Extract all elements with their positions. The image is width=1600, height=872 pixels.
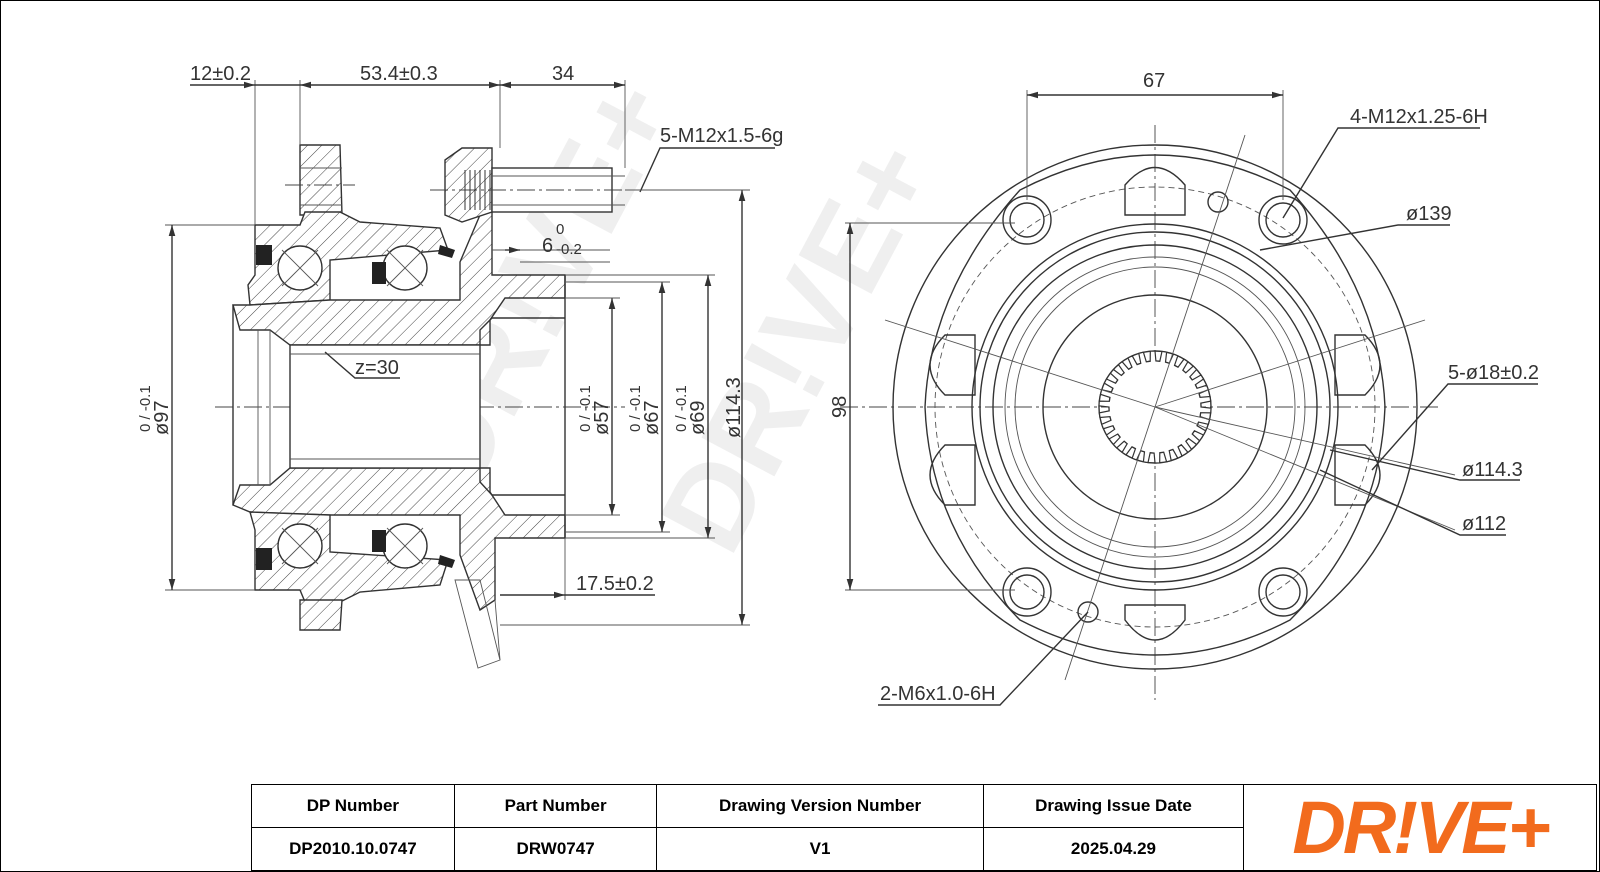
logo-cell: DR!VE+ — [1243, 784, 1597, 871]
dim-seal-width: 12±0.2 — [190, 63, 251, 85]
dia-spigot-tol: 0 / -0.1 — [627, 385, 644, 432]
dim-height: 98 — [829, 396, 851, 418]
dia-pcd-side: ø114.3 — [723, 377, 745, 438]
bolt-holes — [929, 166, 1381, 641]
bolt-thread-label: 5-M12x1.5-6g — [660, 125, 783, 147]
dia-outer: ø97 — [151, 401, 173, 435]
dim-hole-spacing: 67 — [1143, 70, 1165, 92]
dim-hub-length: 53.4±0.3 — [360, 63, 438, 85]
value-dp-number: DP2010.10.0747 — [251, 827, 455, 871]
front-view: 67 4-M12x1.25-6H ø139 5-ø18±0.2 ø114.3 ø… — [829, 70, 1539, 706]
dia-spigot2: ø69 — [687, 401, 709, 435]
header-version: Drawing Version Number — [656, 784, 984, 828]
side-section-view: 12±0.2 53.4±0.3 34 5-M12x1.5-6g 6 0 -0.2… — [137, 63, 783, 669]
threaded-holes-label: 4-M12x1.25-6H — [1350, 106, 1488, 128]
title-block: DP Number Part Number Drawing Version Nu… — [251, 784, 1597, 871]
dim-flange-face: 17.5±0.2 — [576, 573, 654, 595]
dia-outer-tol: 0 / -0.1 — [137, 385, 154, 432]
drive-logo: DR!VE+ — [1292, 785, 1550, 869]
dia-spigot2-tol: 0 / -0.1 — [673, 385, 690, 432]
dia-pcd-front: ø114.3 — [1462, 459, 1523, 481]
dim-flange-step-tol-upper: 0 — [556, 221, 564, 238]
dia-spigot: ø67 — [641, 401, 663, 435]
spline-label: z=30 — [355, 357, 399, 379]
dim-bolt-length: 34 — [552, 63, 574, 85]
dim-flange-step-tol-lower: -0.2 — [556, 241, 582, 258]
wheel-bolt — [430, 167, 660, 213]
dim-flange-step: 6 — [542, 235, 553, 257]
header-part-number: Part Number — [453, 784, 658, 828]
value-issue-date: 2025.04.29 — [982, 827, 1245, 871]
dia-pilot-tol: 0 / -0.1 — [577, 385, 594, 432]
dia-flange: ø139 — [1406, 203, 1452, 225]
value-part-number: DRW0747 — [453, 827, 658, 871]
header-dp-number: DP Number — [251, 784, 455, 828]
small-threads-label: 2-M6x1.0-6H — [880, 683, 996, 705]
bearing-balls — [277, 245, 428, 569]
dia-pilot: ø57 — [591, 401, 613, 435]
header-issue-date: Drawing Issue Date — [982, 784, 1245, 828]
bolt-holes-label: 5-ø18±0.2 — [1448, 362, 1539, 384]
dia-inner: ø112 — [1462, 513, 1506, 535]
value-version: V1 — [656, 827, 984, 871]
